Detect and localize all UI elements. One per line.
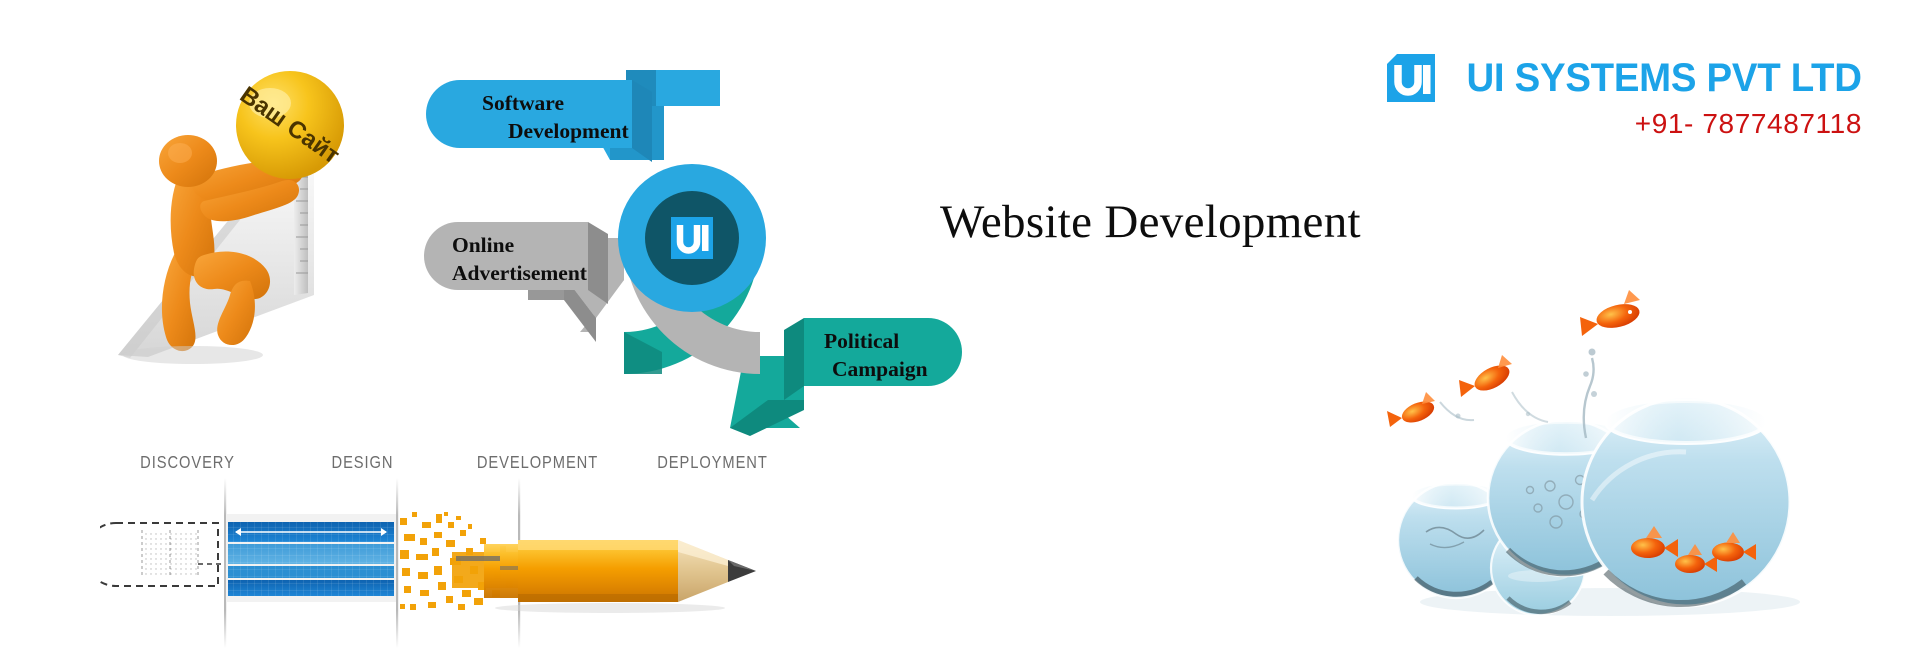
climber-illustration: Ваш Сайт: [118, 55, 418, 370]
fishbowl-large-right: [1580, 396, 1792, 608]
development-process-diagram: DISCOVERY DESIGN DEVELOPMENT DEPLOYMENT: [100, 448, 800, 648]
callout-software-development[interactable]: Software Development: [426, 80, 652, 162]
ui-square-logo-icon: [1387, 54, 1436, 102]
brand-block: UI SYSTEMS PVT LTD +91- 7877487118: [1385, 52, 1862, 140]
goldfish-in-bowl: [1631, 526, 1756, 573]
brand-phone-number[interactable]: +91- 7877487118: [1634, 108, 1862, 139]
phase-label-development: DEVELOPMENT: [476, 452, 599, 472]
phase-label-deployment: DEPLOYMENT: [657, 452, 768, 472]
page-title: Website Development: [940, 196, 1361, 248]
phase-label-discovery: DISCOVERY: [140, 452, 235, 472]
phase-label-design: DESIGN: [331, 452, 394, 472]
callout-sd-line2: Development: [508, 119, 629, 143]
callout-pc-line1: Political: [824, 329, 899, 353]
brand-name: UI SYSTEMS PVT LTD: [1466, 55, 1862, 100]
fishbowl-illustration: [1380, 290, 1800, 620]
jumping-goldfish-1: [1387, 392, 1435, 427]
process-phase-labels: DISCOVERY DESIGN DEVELOPMENT DEPLOYMENT: [100, 448, 800, 484]
callout-sd-line1: Software: [482, 91, 564, 115]
jumping-goldfish-3: [1580, 290, 1640, 336]
callout-political-campaign[interactable]: Political Campaign: [784, 318, 962, 400]
callout-online-advertisement[interactable]: Online Advertisement: [424, 222, 608, 304]
jumping-goldfish-2: [1459, 355, 1512, 397]
center-ui-logo-icon: [671, 217, 713, 259]
pencil-transformation-illustration: [100, 478, 756, 648]
callout-oa-line1: Online: [452, 233, 514, 257]
service-wheel-graphic: Software Development Online Advertisemen…: [400, 70, 1020, 450]
callout-pc-line2: Campaign: [832, 357, 928, 381]
callout-oa-line2: Advertisement: [452, 261, 588, 285]
